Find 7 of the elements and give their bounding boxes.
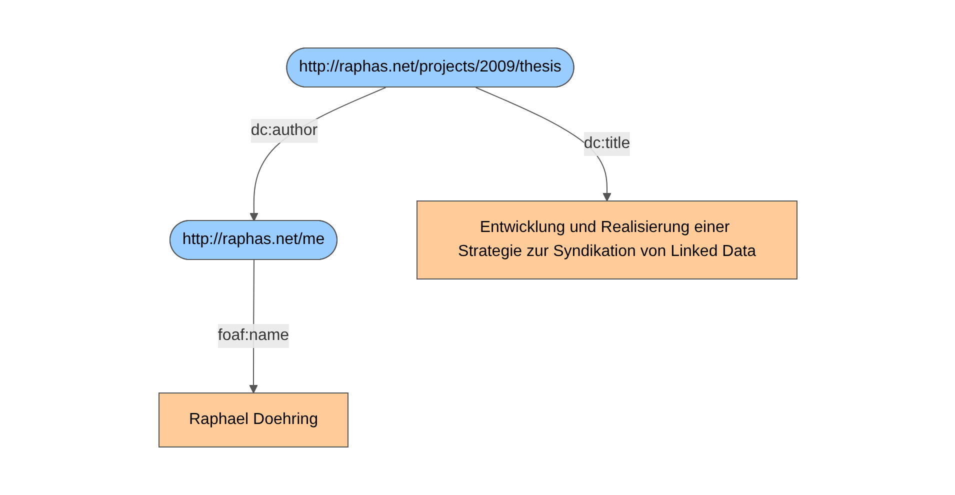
node-box: Raphael Doehring bbox=[158, 392, 348, 448]
edge-label: dc:title bbox=[583, 134, 630, 152]
edge-label: foaf:name bbox=[217, 326, 289, 344]
node-box: Entwicklung und Realisierung einer Strategie zur Syndikation von Linked Data bbox=[416, 200, 797, 280]
edge-label: dc:author bbox=[250, 122, 318, 139]
arrow bbox=[474, 87, 611, 202]
arrow bbox=[249, 87, 386, 222]
